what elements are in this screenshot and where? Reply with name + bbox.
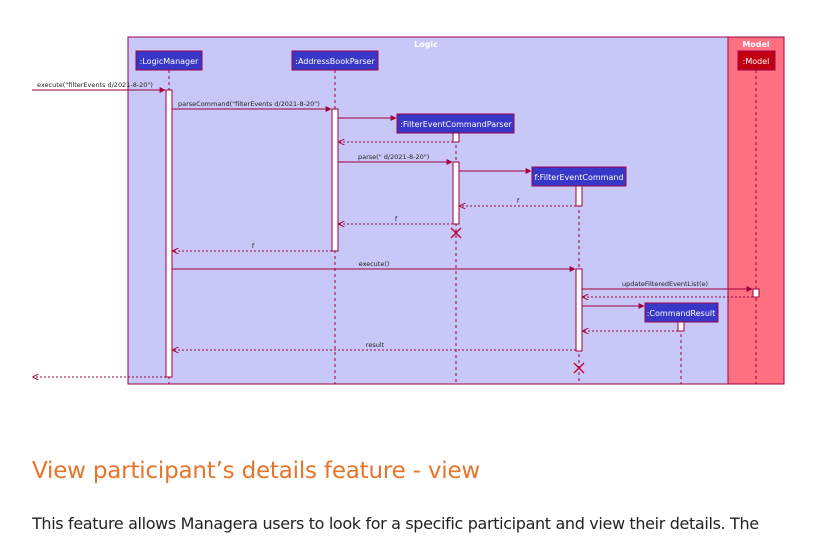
section-paragraph: This feature allows Managera users to lo… (32, 514, 759, 533)
participant-address-book-parser (291, 50, 379, 71)
logic-box (127, 36, 729, 385)
participant-filter-event-command-parser-label: :FilterEventCommandParser (400, 120, 512, 129)
section-heading: View participant’s details feature - vie… (32, 458, 481, 484)
logic-box-label: Logic (414, 40, 438, 49)
participant-logic-manager (135, 50, 203, 71)
model-box-label: Model (742, 40, 770, 49)
destroy-marks (450, 227, 585, 374)
return-result-label: result (366, 341, 385, 349)
msg-execute-label: execute() (359, 260, 390, 268)
participant-model-label: :Model (743, 57, 770, 66)
activation-bars (165, 89, 760, 378)
return-f-label-1: f (517, 197, 520, 205)
participant-model (737, 50, 776, 71)
participant-logic-manager-label: :LogicManager (140, 57, 199, 66)
participant-address-book-parser-label: :AddressBookParser (295, 57, 375, 66)
sequence-diagram: Logic Model :LogicManager :AddressBookPa… (32, 36, 785, 385)
return-f-label-3: f (252, 242, 255, 250)
msg-parse-command-label: parseCommand("filterEvents d/2021-8-20") (178, 100, 320, 108)
msg-execute-in-label: execute("filterEvents d/2021-8-20") (37, 81, 153, 89)
participant-filter-event-command-label: f:FilterEventCommand (534, 173, 623, 182)
msg-update-label: updateFilteredEventList(e) (622, 280, 708, 288)
participant-command-result-label: :CommandResult (647, 309, 716, 318)
msg-parse-label: parse(" d/2021-8-20") (358, 153, 429, 161)
return-f-label-2: f (395, 215, 398, 223)
